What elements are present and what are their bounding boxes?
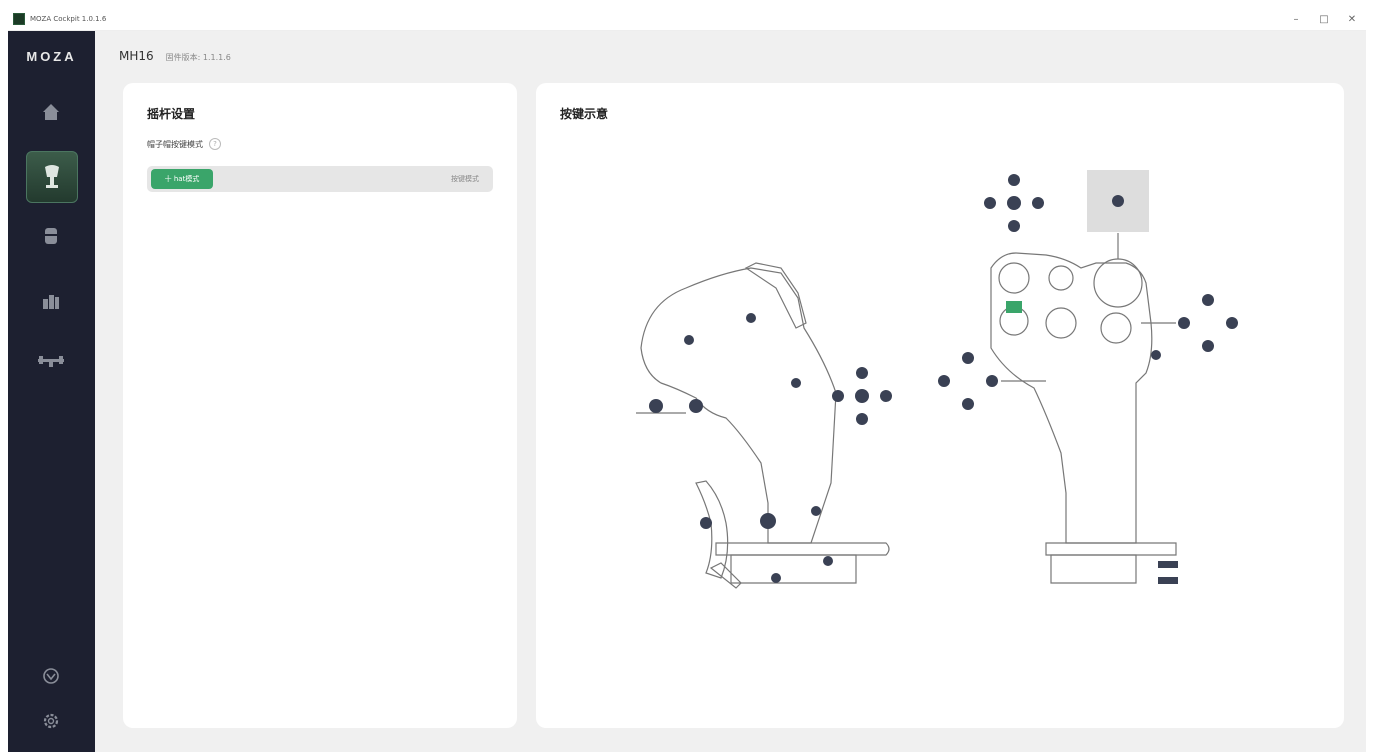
sidebar: MOZA	[8, 31, 95, 752]
grip-side-mount	[730, 554, 857, 584]
marker-side-7	[760, 513, 776, 529]
marker-side-hat-left	[832, 390, 844, 402]
marker-side-hat-center	[855, 389, 869, 403]
moza-logo: MOZA	[26, 49, 77, 64]
title-bar: MOZA Cockpit 1.0.1.6 – □ ✕	[8, 8, 1366, 31]
marker-side-9	[823, 556, 833, 566]
joystick-settings-card: 摇杆设置 帽子帽按键模式 ? 十 hat模式 按键模式	[123, 83, 517, 728]
device-header: MH16 固件版本: 1.1.1.6	[119, 49, 231, 63]
marker-side-4	[746, 313, 756, 323]
marker-front-side	[1151, 350, 1161, 360]
marker-hat1-left	[984, 197, 996, 209]
marker-hat1-up	[1008, 174, 1020, 186]
sidebar-item-moza[interactable]	[26, 651, 76, 701]
sidebar-item-base[interactable]	[26, 211, 76, 261]
home-icon	[43, 104, 59, 120]
grip-front-base	[1045, 542, 1177, 556]
marker-hat2-up	[962, 352, 974, 364]
grip-side-trigger	[695, 480, 729, 579]
marker-side-6	[700, 517, 712, 529]
base-icon	[45, 228, 57, 244]
front-mount-knob-2	[1158, 577, 1178, 584]
front-hat-6	[1100, 312, 1132, 344]
sidebar-item-pedals[interactable]	[26, 276, 76, 326]
marker-hat3-down	[1202, 340, 1214, 352]
front-hat-3	[1093, 258, 1143, 308]
grip-front-mount	[1050, 554, 1137, 584]
marker-side-hat-right	[880, 390, 892, 402]
app-icon	[13, 13, 25, 25]
button-mode-option[interactable]: 按键模式	[451, 175, 479, 183]
marker-hat3-right	[1226, 317, 1238, 329]
pedals-icon	[43, 295, 59, 309]
marker-side-5	[791, 378, 801, 388]
marker-side-3	[684, 335, 694, 345]
marker-hat2-left	[938, 375, 950, 387]
hat-mode-toggle: 十 hat模式 按键模式	[147, 166, 493, 192]
marker-hat3-left	[1178, 317, 1190, 329]
button-diagram-card: 按键示意	[536, 83, 1344, 728]
grip-front-outline	[990, 252, 1153, 544]
joystick-icon	[45, 165, 59, 188]
hat-mode-label-text: 帽子帽按键模式	[147, 139, 203, 149]
grip-side-base	[715, 542, 890, 556]
grip-side-outline	[640, 267, 837, 544]
front-mount-knob-1	[1158, 561, 1178, 568]
gear-icon	[43, 713, 59, 729]
marker-hat1-right	[1032, 197, 1044, 209]
marker-top-button	[1112, 195, 1124, 207]
minimize-button[interactable]: –	[1293, 13, 1299, 25]
main-content: MH16 固件版本: 1.1.1.6 摇杆设置 帽子帽按键模式 ? 十 hat模…	[95, 31, 1366, 752]
marker-hat2-down	[962, 398, 974, 410]
hat-mode-option[interactable]: 十 hat模式	[151, 169, 213, 189]
sidebar-item-joystick[interactable]	[26, 151, 78, 203]
marker-hat3-up	[1202, 294, 1214, 306]
front-hat-2	[1048, 265, 1074, 291]
front-hat-1	[998, 262, 1030, 294]
firmware-version: 固件版本: 1.1.1.6	[165, 53, 231, 62]
marker-side-hat-up	[856, 367, 868, 379]
maximize-button[interactable]: □	[1319, 13, 1329, 25]
marker-side-2	[689, 399, 703, 413]
sidebar-item-rudder[interactable]	[26, 336, 76, 386]
rudder-icon	[38, 356, 64, 367]
marker-side-10	[771, 573, 781, 583]
device-name: MH16	[119, 49, 154, 63]
marker-hat2-right	[986, 375, 998, 387]
marker-side-8	[811, 506, 821, 516]
marker-side-hat-down	[856, 413, 868, 425]
marker-side-1	[649, 399, 663, 413]
close-button[interactable]: ✕	[1347, 13, 1357, 25]
card-title-settings: 摇杆设置	[147, 107, 196, 121]
sidebar-item-settings[interactable]	[26, 696, 76, 746]
grip-side-stand	[709, 562, 742, 589]
sidebar-item-home[interactable]	[26, 87, 76, 137]
info-icon[interactable]: ?	[209, 138, 221, 150]
marker-hat1-down	[1008, 220, 1020, 232]
grip-side-top	[744, 262, 807, 329]
marker-hat1-center	[1007, 196, 1021, 210]
joystick-diagram	[636, 170, 1238, 589]
card-title-diagram: 按键示意	[560, 107, 609, 121]
front-hat-5	[1045, 307, 1077, 339]
hat-mode-label: 帽子帽按键模式 ?	[147, 138, 221, 150]
highlighted-button	[1006, 301, 1022, 313]
window-title: MOZA Cockpit 1.0.1.6	[30, 15, 107, 23]
moza-circle-icon	[43, 668, 59, 684]
